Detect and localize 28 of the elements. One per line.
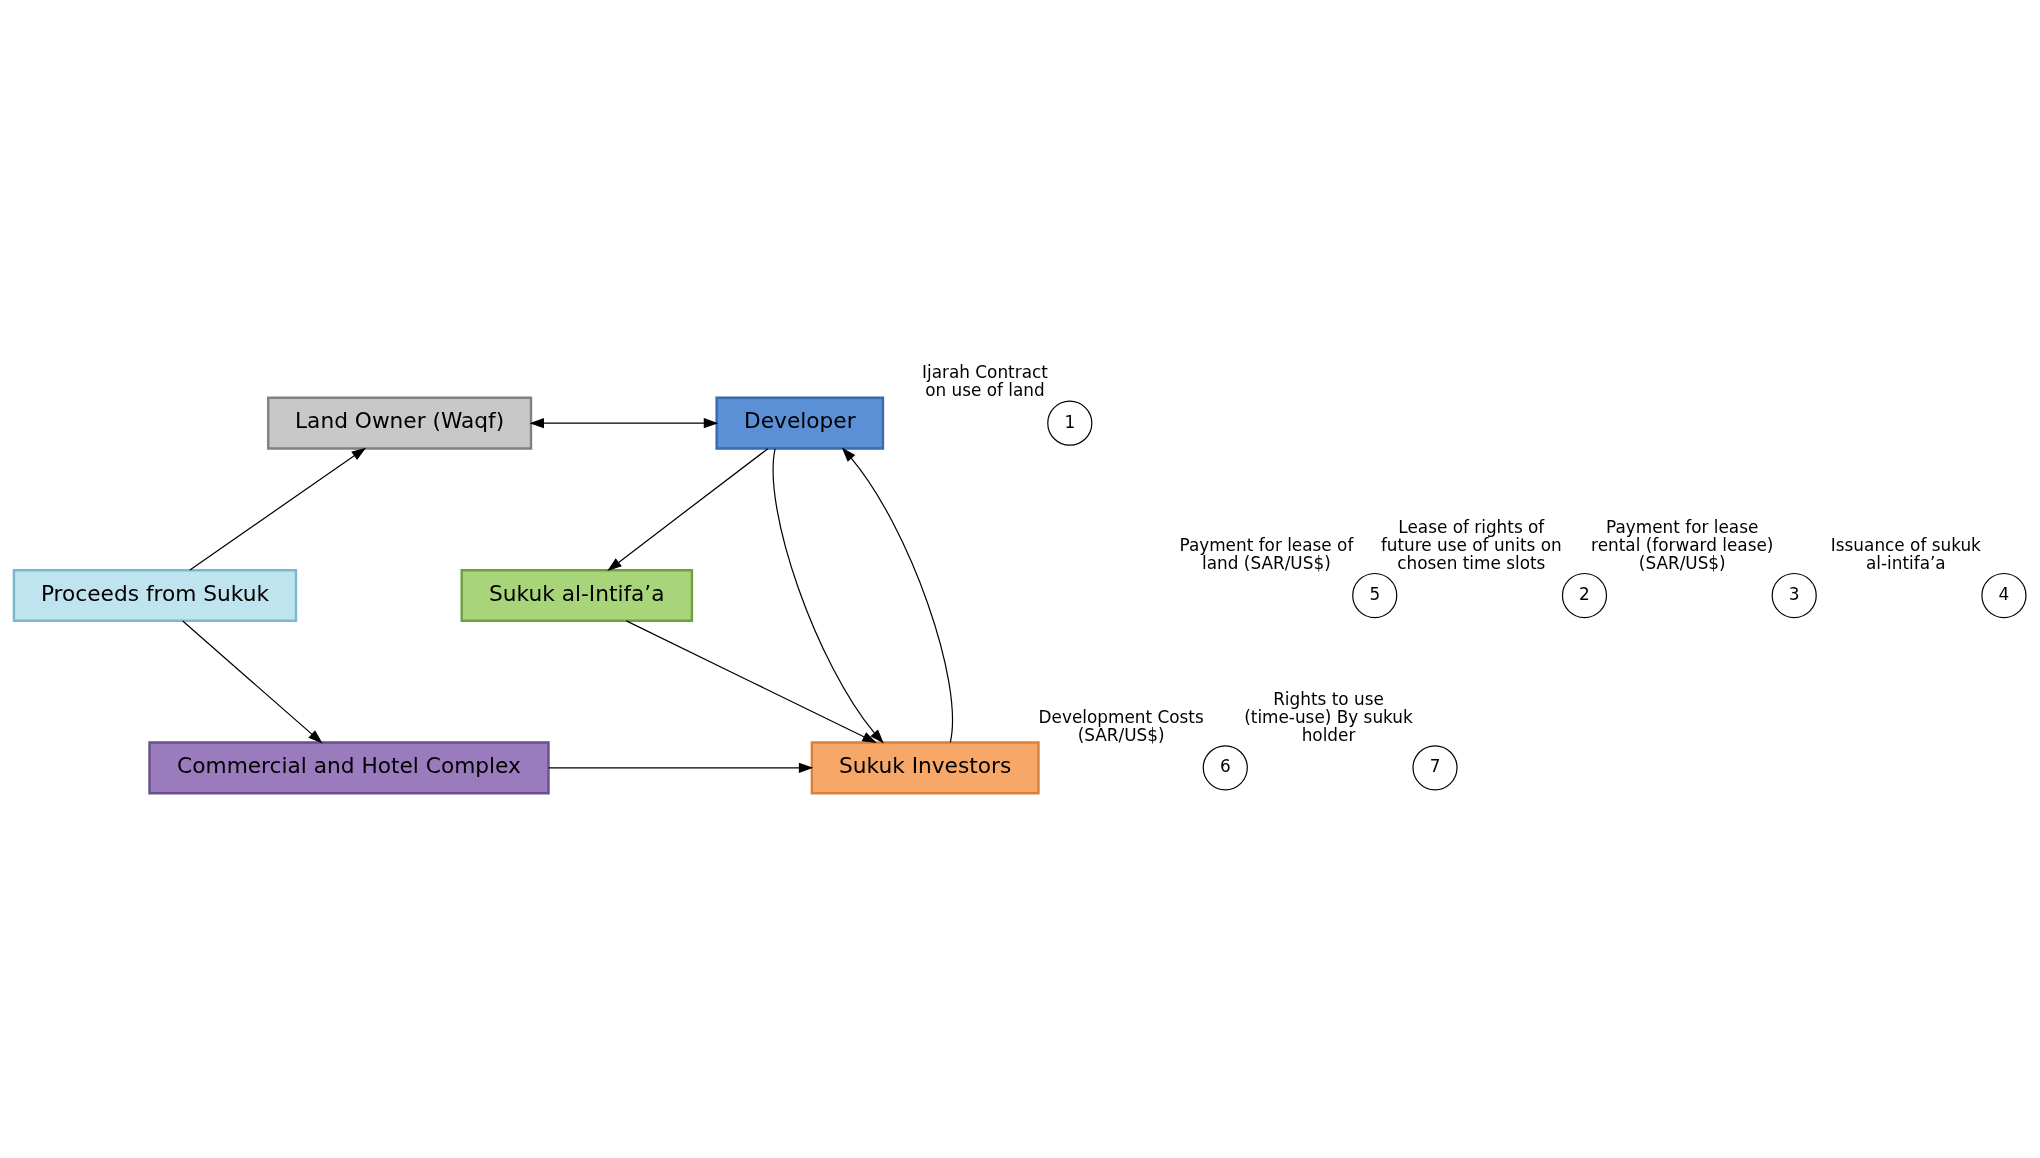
arrow [189,447,367,571]
arrow [529,418,719,429]
node-box: Proceeds from Sukuk [12,569,298,622]
node-label: Ijarah Contract [922,362,1048,383]
arrow [182,620,323,744]
node-label: Issuance of sukuk al-intifa’a [1830,534,1981,573]
arrow [772,448,884,744]
arrow [607,448,769,572]
node-box: Developer [715,396,885,450]
node-box: Sukuk Investors [810,741,1040,795]
node-label: Lease of rights of future use of units on chosen time slots [1380,516,1562,573]
arrow [841,447,953,743]
node-label: Rights to use (time-use) By sukuk holder [1244,688,1413,746]
node-circle: 3 [1771,572,1817,619]
node-circle: 1 [1047,400,1093,446]
node-label: Payment for lease rental (forward lease) (SAR/US$) [1591,516,1774,573]
node-box: Land Owner (Waqf) [267,396,533,450]
node-box: Sukuk al-Intifa’a [460,569,694,622]
node-label: Payment for lease of land (SAR/US$) [1179,534,1354,573]
node-circle: 5 [1352,572,1398,619]
node-circle: 7 [1412,745,1458,791]
node-circle: 2 [1561,572,1608,619]
arrow [625,620,877,744]
arrow [548,762,814,773]
node-box: Commercial and Hotel Complex [148,741,550,795]
node-circle: 4 [1981,572,2027,619]
node-circle: 6 [1202,745,1248,791]
node-label: Development Costs (SAR/US$) [1038,707,1204,746]
